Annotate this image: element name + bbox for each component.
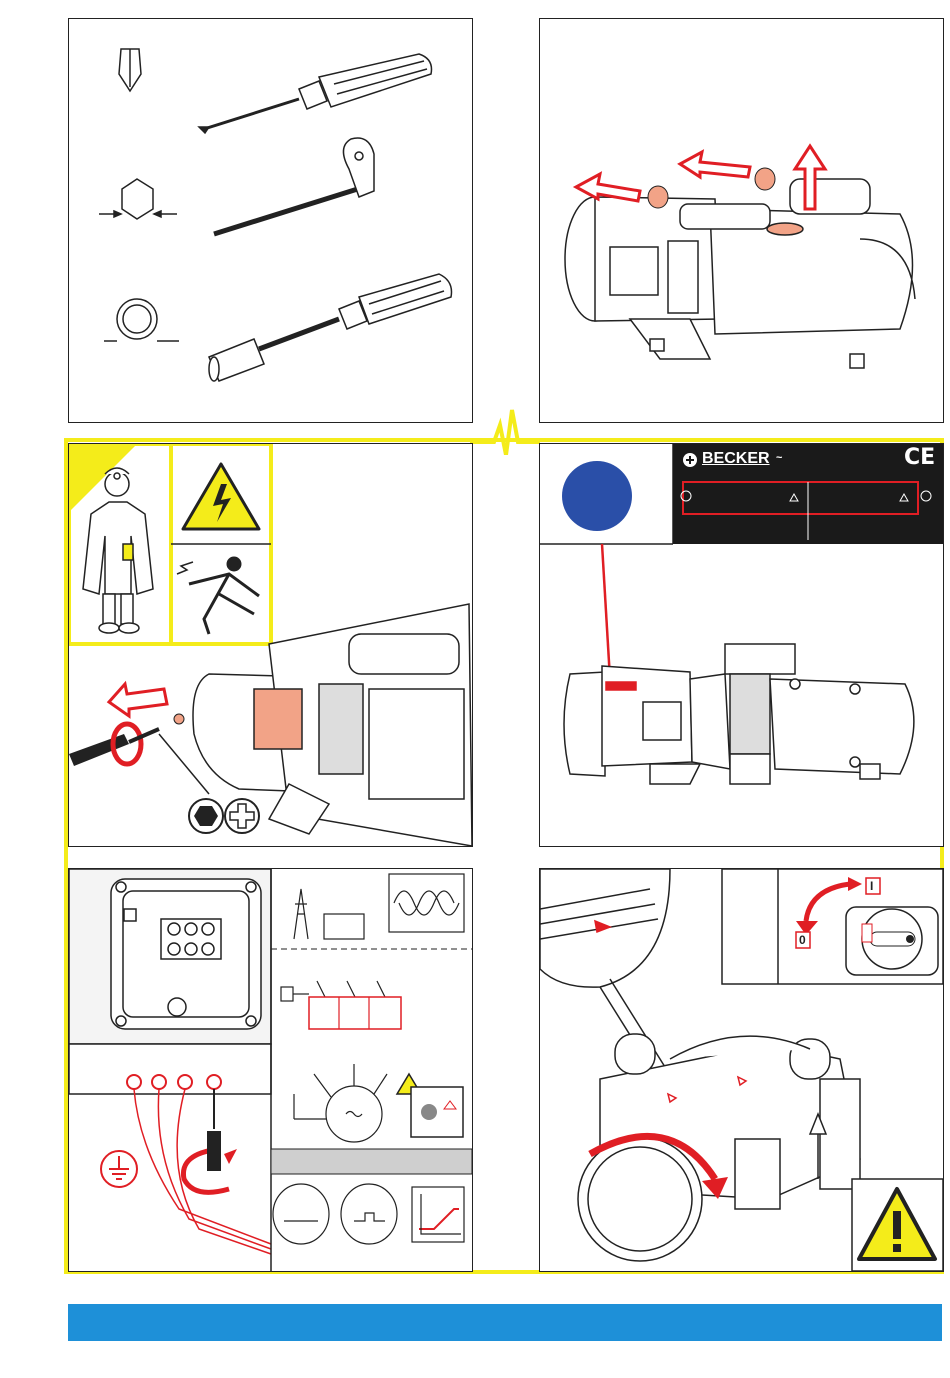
phillips-bit-icon <box>119 49 141 91</box>
phillips-bit-icon <box>225 799 259 833</box>
panel-cover-removal <box>539 18 944 423</box>
hex-key-icon <box>99 138 374 234</box>
electrician-figure <box>83 468 153 633</box>
vacuum-pump-illustration <box>565 179 915 368</box>
becker-logo-icon <box>683 453 697 467</box>
thermal-protection-icons <box>273 1184 464 1244</box>
general-warning-icon <box>397 1074 463 1137</box>
ground-symbol-icon <box>101 1151 137 1187</box>
panel-tools <box>68 18 473 423</box>
panel-rotation-check: I 0 <box>539 868 944 1272</box>
magnifier-detail <box>540 869 670 1067</box>
switch-on-label: I <box>870 879 873 893</box>
phillips-screwdriver-icon <box>199 54 432 133</box>
nameplate-brand: BECKER <box>702 450 770 468</box>
main-switch-icon <box>846 907 938 975</box>
footer-bar <box>68 1304 942 1341</box>
pump-side-view <box>564 644 914 784</box>
ce-mark: CE <box>904 445 935 470</box>
remove-cover-arrow <box>109 684 167 716</box>
motor-symbol <box>294 1064 387 1142</box>
circuit-breaker-diagram <box>281 981 401 1029</box>
hex-bit-icon <box>189 799 223 833</box>
motor-terminals <box>127 1075 271 1254</box>
panel-nameplate: BECKER ~ CE <box>539 443 944 847</box>
panel-electrical-safety <box>68 443 473 847</box>
rotation-direction-icon <box>69 714 184 766</box>
nameplate-tilde: ~ <box>776 452 782 464</box>
high-voltage-warning-icon <box>183 464 259 529</box>
rotation-direction-icon <box>183 1131 237 1192</box>
pump-front-view <box>578 1034 860 1261</box>
electric-shock-icon <box>177 558 259 634</box>
terminal-box <box>69 869 271 1094</box>
socket-wrench-icon <box>104 274 452 381</box>
switch-off-label: 0 <box>799 933 806 947</box>
panel-wiring <box>68 868 473 1272</box>
power-pylon-icon <box>294 874 464 939</box>
blue-marker-dot <box>562 461 632 531</box>
